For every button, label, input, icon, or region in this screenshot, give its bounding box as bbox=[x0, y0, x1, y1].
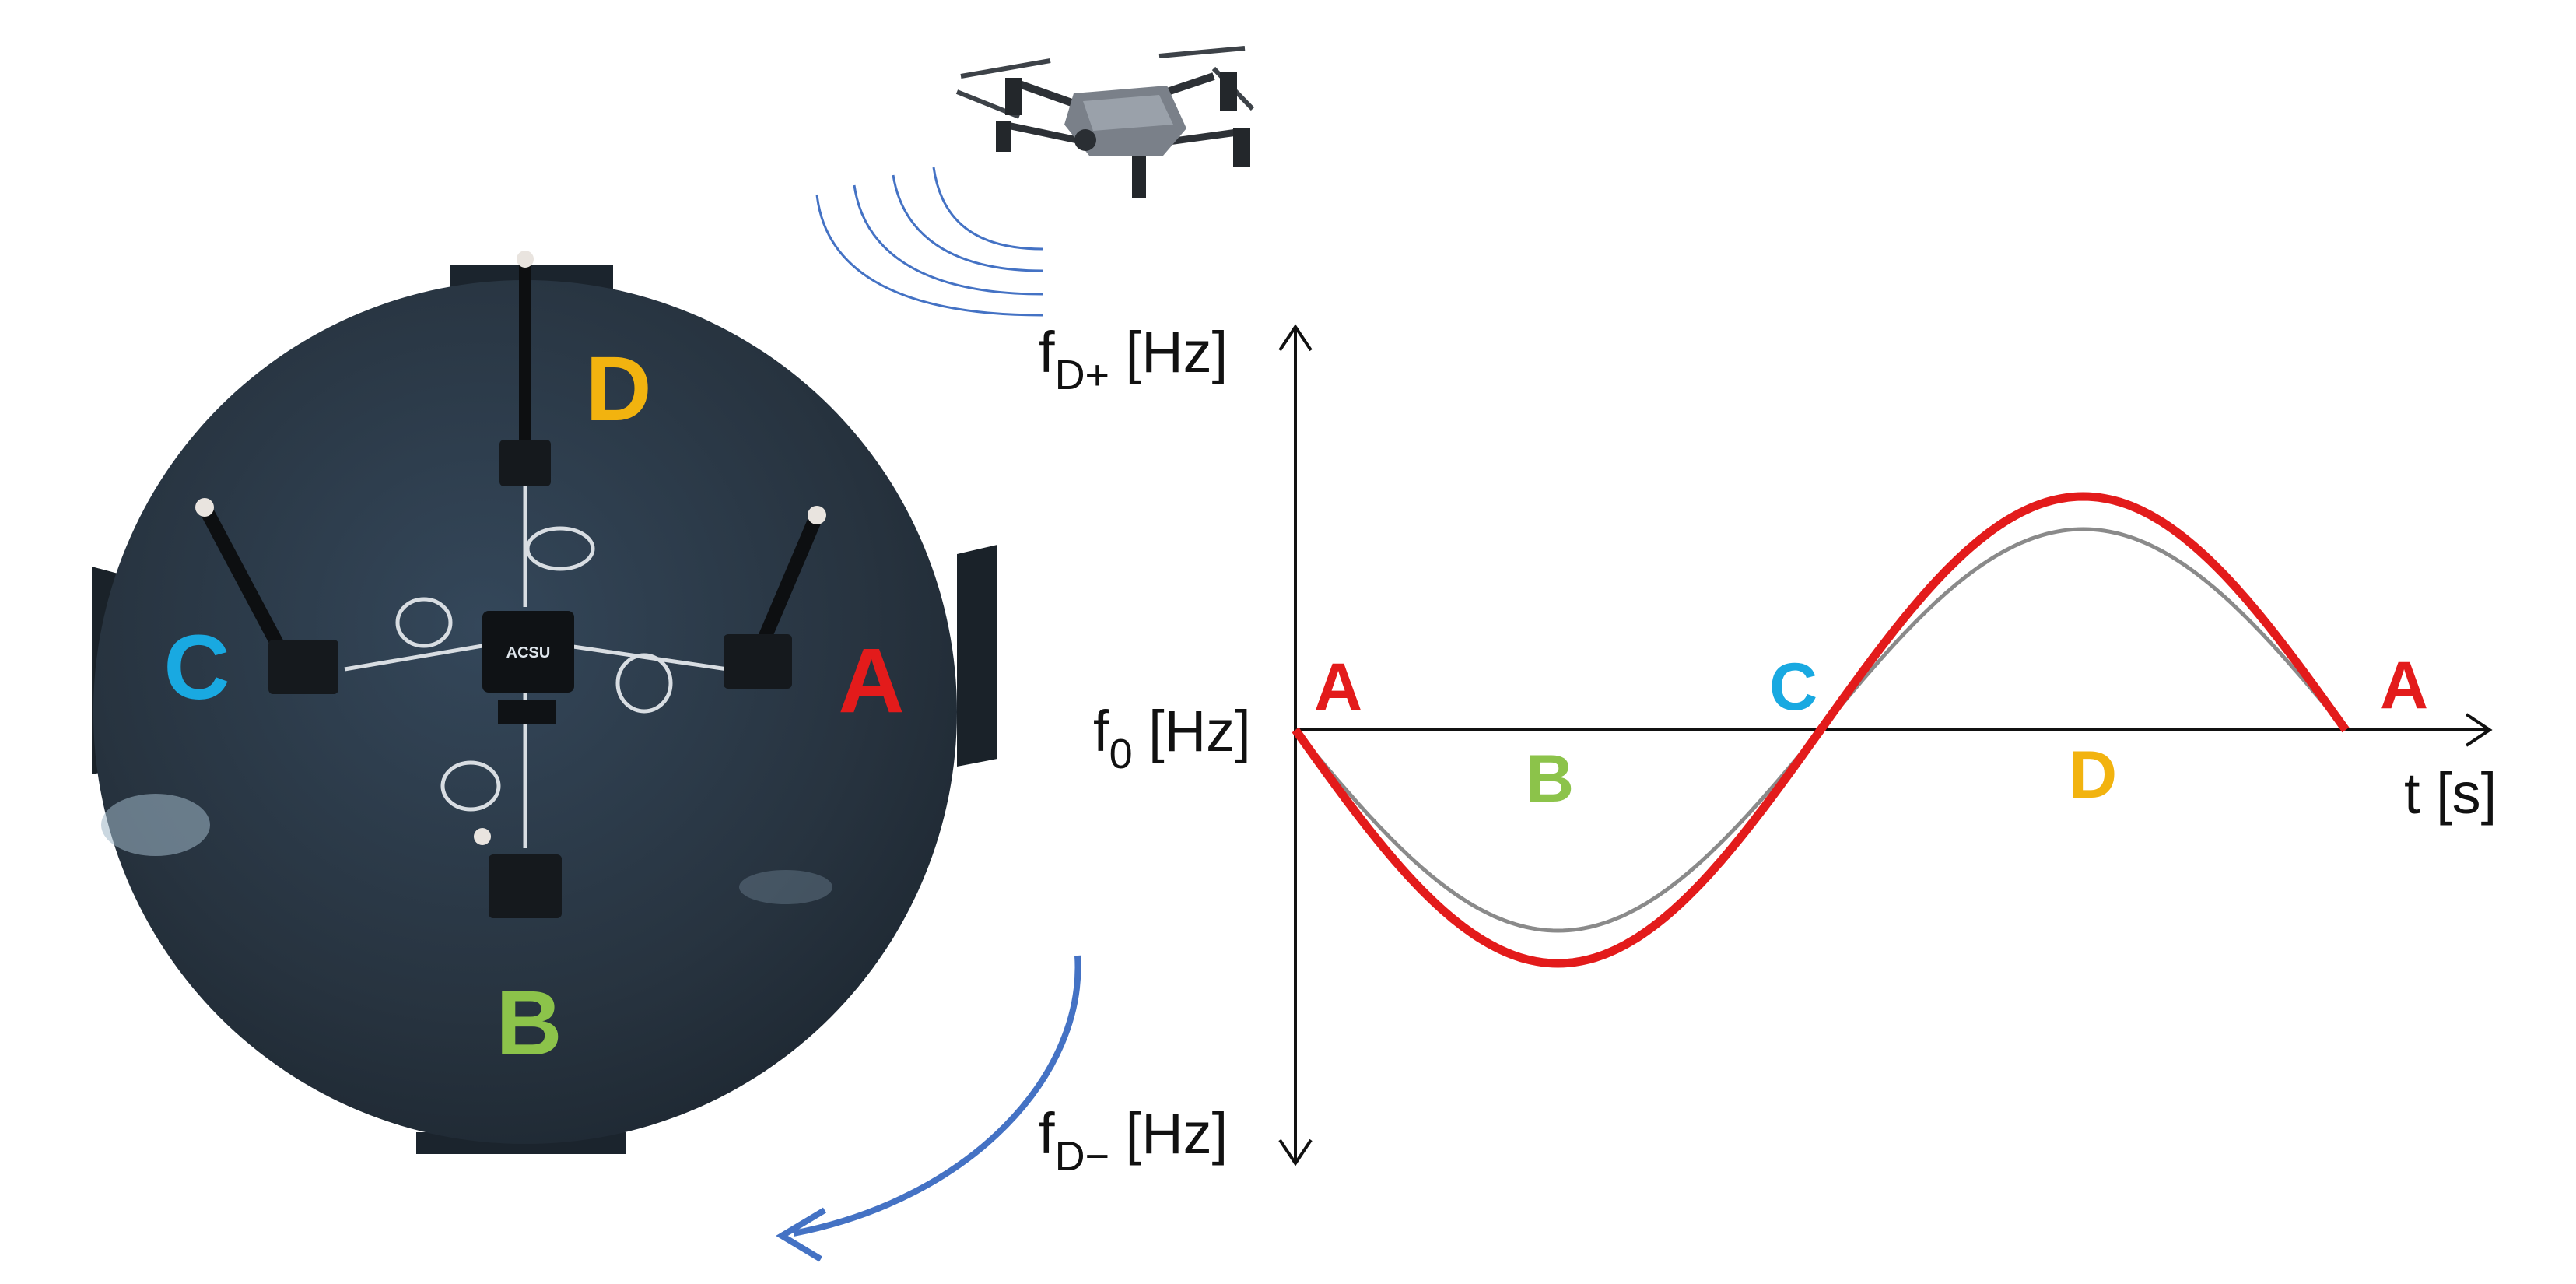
board-glare bbox=[739, 870, 832, 904]
doppler-chart: fD+ [Hz] fD− [Hz] f0 [Hz] t [s] A C A B … bbox=[1039, 320, 2497, 1180]
board-bracket-right bbox=[957, 545, 997, 767]
antenna-c bbox=[195, 498, 338, 694]
rotation-arrow-icon bbox=[776, 955, 1081, 1262]
x-axis-arrow bbox=[2465, 713, 2493, 747]
series-red-curve bbox=[1292, 492, 2350, 968]
point-label-a-end: A bbox=[2380, 648, 2428, 723]
board-glare bbox=[101, 794, 210, 856]
point-label-c: C bbox=[1769, 650, 1817, 724]
signal-waves-icon bbox=[815, 167, 1043, 317]
antenna-d bbox=[499, 251, 551, 486]
origin-label: f0 [Hz] bbox=[1093, 699, 1251, 777]
y-axis-top-label: fD+ [Hz] bbox=[1039, 320, 1228, 398]
board-label-c: C bbox=[163, 616, 230, 719]
central-chip: ACSU bbox=[482, 611, 574, 724]
segment-label-d: D bbox=[2069, 738, 2117, 812]
board-label-a: A bbox=[838, 630, 904, 732]
antenna-a bbox=[724, 506, 826, 689]
y-axis-bottom-label: fD− [Hz] bbox=[1039, 1101, 1228, 1180]
antenna-board: ACSU D C A B bbox=[92, 251, 997, 1154]
y-axis-arrow-bottom bbox=[1278, 1138, 1313, 1166]
x-axis-label: t [s] bbox=[2404, 761, 2497, 826]
drone-icon bbox=[955, 46, 1255, 198]
board-label-b: B bbox=[496, 972, 562, 1075]
segment-label-b: B bbox=[1526, 742, 1574, 816]
point-label-a-start: A bbox=[1314, 650, 1362, 724]
y-axis-arrow-top bbox=[1278, 324, 1313, 352]
board-label-d: D bbox=[585, 338, 651, 440]
antenna-b bbox=[474, 828, 562, 918]
chip-text: ACSU bbox=[506, 644, 551, 661]
